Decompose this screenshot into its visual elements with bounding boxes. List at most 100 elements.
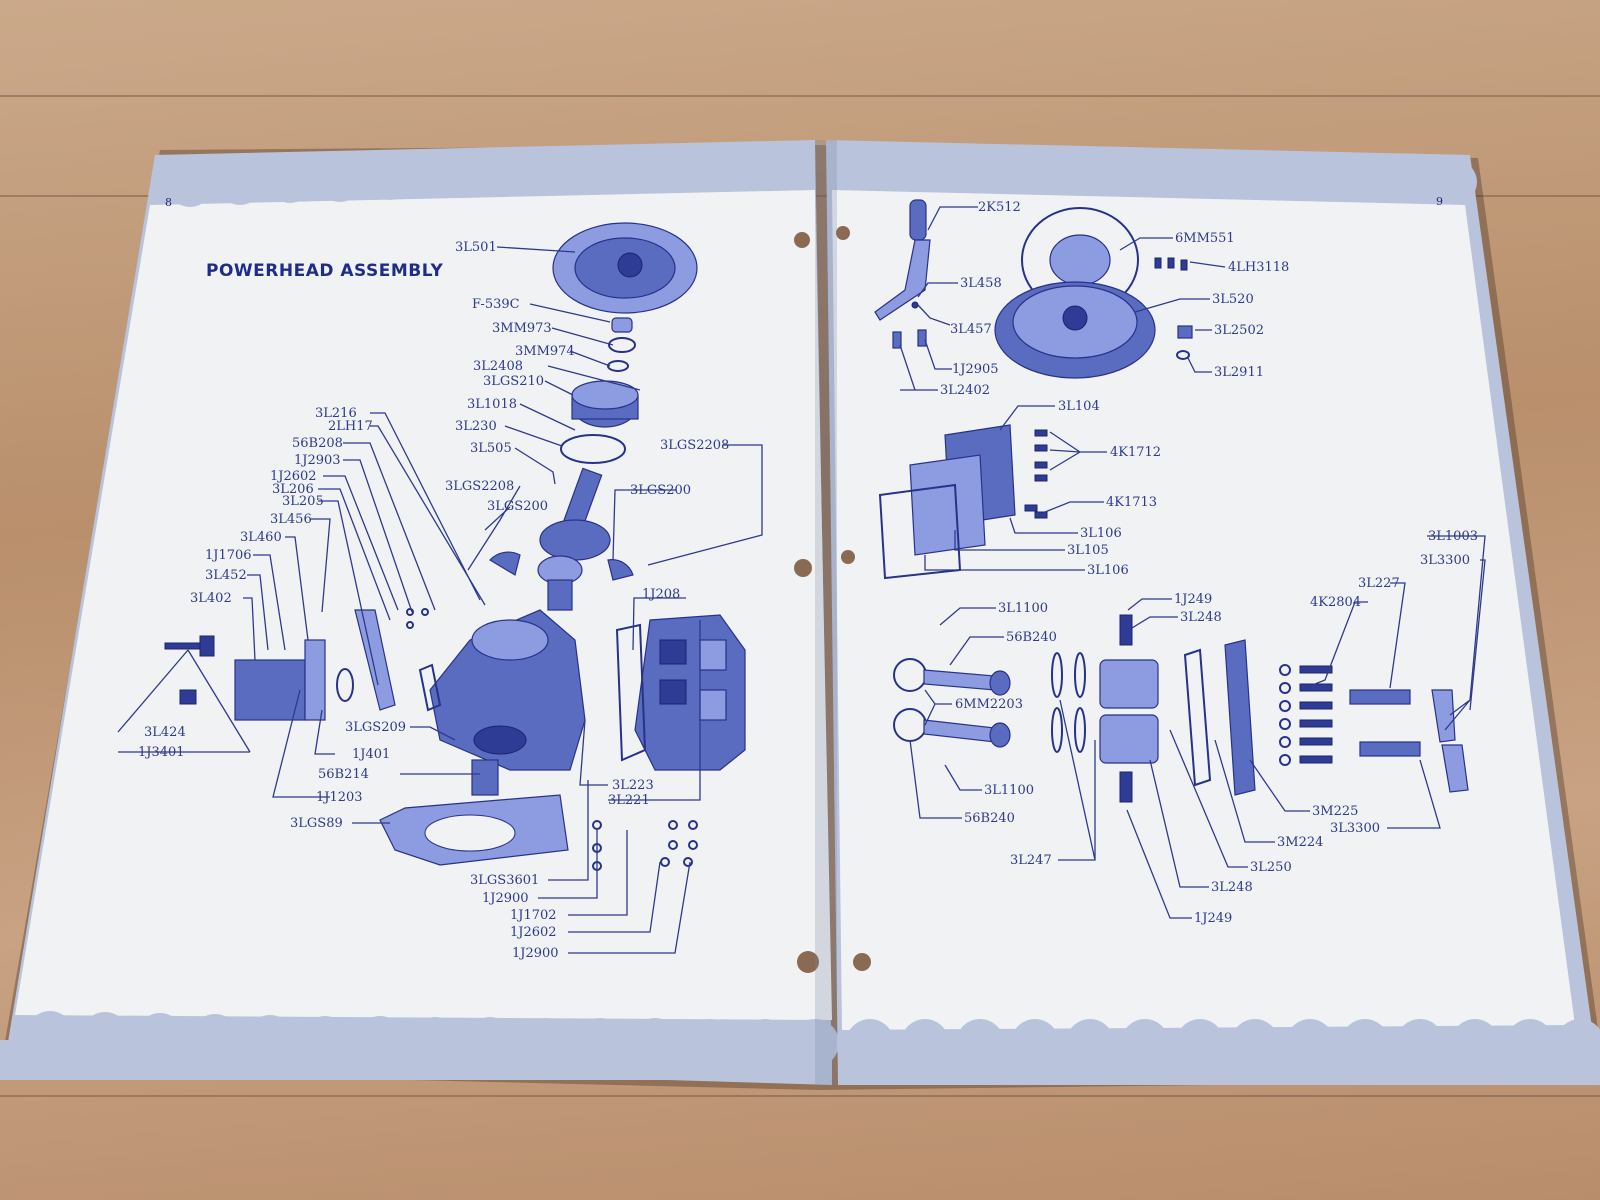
part-label: 3L2911 xyxy=(1214,365,1264,380)
part-label: 3L104 xyxy=(1058,399,1100,414)
part-label: 1J1702 xyxy=(510,908,557,923)
part-label: 3L2408 xyxy=(473,359,523,374)
part-label: 3LGS3601 xyxy=(470,873,539,888)
pistons-illustration xyxy=(1099,614,1159,803)
part-labels-right: 2K512 3L458 3L457 1J2905 3L2402 6MM551 4… xyxy=(940,200,1478,926)
punch-hole xyxy=(853,953,871,971)
page-title: POWERHEAD ASSEMBLY xyxy=(206,261,443,281)
cylinder-block-illustration xyxy=(634,614,746,771)
scallop-border-top xyxy=(168,144,812,207)
bearing-half-illustration xyxy=(489,551,521,576)
part-label: 3L248 xyxy=(1180,610,1222,625)
part-label: 3M224 xyxy=(1277,835,1323,850)
part-label: 3L2502 xyxy=(1214,323,1264,338)
gasket-illustration xyxy=(336,668,354,702)
scallop-border-top-right xyxy=(838,144,1477,204)
piston-rings-illustration xyxy=(1051,652,1086,753)
part-label: 3L221 xyxy=(608,793,650,808)
leader-lines-left xyxy=(117,246,763,954)
part-label: 4LH3118 xyxy=(1228,260,1289,275)
bearing-illustration xyxy=(611,317,633,333)
part-label: 3LGS2208 xyxy=(445,479,514,494)
part-label: 1J3401 xyxy=(138,745,185,760)
part-label: 3L2402 xyxy=(940,383,990,398)
part-label: 3L501 xyxy=(455,240,497,255)
carburetor-illustration xyxy=(164,635,326,721)
part-label: F-539C xyxy=(472,297,520,312)
reed-plate-illustration xyxy=(878,424,1016,580)
page-number-right: 9 xyxy=(1436,195,1443,208)
part-label: 1J2602 xyxy=(270,469,317,484)
part-label: 3L216 xyxy=(315,406,357,421)
punch-hole xyxy=(794,232,810,248)
part-label: 1J2905 xyxy=(952,362,999,377)
part-label: 3L458 xyxy=(960,276,1002,291)
screws-illustration xyxy=(1154,257,1188,271)
part-label: 3L106 xyxy=(1080,526,1122,541)
part-label: 3LGS89 xyxy=(290,816,343,831)
part-label: 6MM2203 xyxy=(955,697,1023,712)
part-label: 3LGS200 xyxy=(630,483,691,498)
nut-illustration xyxy=(1177,325,1193,339)
part-label: 3MM974 xyxy=(515,344,575,359)
spine xyxy=(815,140,837,1085)
washer-illustration xyxy=(1176,350,1190,360)
part-label: 3L230 xyxy=(455,419,497,434)
part-label: 56B214 xyxy=(318,767,369,782)
bearing-cage-illustration xyxy=(571,380,639,428)
part-label: 1J1706 xyxy=(205,548,252,563)
gasket-illustration xyxy=(1183,648,1212,787)
gasket-illustration xyxy=(615,623,647,762)
part-label: 3LGS210 xyxy=(483,374,544,389)
part-label: 3L3300 xyxy=(1420,553,1470,568)
part-label: 3L1100 xyxy=(984,783,1034,798)
page-number-left: 8 xyxy=(165,196,172,209)
bracket-illustration xyxy=(354,609,396,711)
part-label: 3L3300 xyxy=(1330,821,1380,836)
part-label: 2LH17 xyxy=(328,419,373,434)
part-label: 3L247 xyxy=(1010,853,1052,868)
wood-plank-seam xyxy=(0,1095,1600,1097)
bearing-half-illustration xyxy=(607,559,634,581)
crankshaft-illustration xyxy=(537,467,611,611)
cylinder-head-illustration xyxy=(1224,639,1256,796)
part-label: 3L223 xyxy=(612,778,654,793)
part-label: 1J2602 xyxy=(510,925,557,940)
part-label: 3L227 xyxy=(1358,576,1400,591)
crankcase-illustration xyxy=(429,609,586,796)
connecting-rods-illustration xyxy=(893,658,1011,748)
part-label: 4K2804 xyxy=(1310,595,1361,610)
wood-plank-seam xyxy=(0,95,1600,97)
part-label: 3LGS200 xyxy=(487,499,548,514)
washer-illustration xyxy=(607,360,629,372)
part-label: 1J2900 xyxy=(482,891,529,906)
punch-hole xyxy=(794,559,812,577)
part-label: 3L206 xyxy=(272,482,314,497)
part-label: 3L1100 xyxy=(998,601,1048,616)
part-label: 1J2900 xyxy=(512,946,559,961)
left-page: 8 POWERHEAD ASSEMBLY xyxy=(0,140,839,1085)
part-label: 1J401 xyxy=(352,747,390,762)
part-label: 3L456 xyxy=(270,512,312,527)
part-label: 1J249 xyxy=(1174,592,1212,607)
part-label: 1J249 xyxy=(1194,911,1232,926)
part-label: 2K512 xyxy=(978,200,1021,215)
spark-plugs-illustration xyxy=(1349,689,1469,793)
part-label: 3LGS2208 xyxy=(660,438,729,453)
part-label: 3LGS209 xyxy=(345,720,406,735)
part-label: 3MM973 xyxy=(492,321,552,336)
throttle-lever-illustration xyxy=(874,199,931,349)
part-label: 3L520 xyxy=(1212,292,1254,307)
leader-lines-right xyxy=(899,206,1486,919)
part-label: 56B240 xyxy=(964,811,1015,826)
part-label: 3L452 xyxy=(205,568,247,583)
part-label: 3L402 xyxy=(190,591,232,606)
part-label: 3L248 xyxy=(1211,880,1253,895)
flywheel-illustration xyxy=(994,207,1156,379)
screws-illustration xyxy=(1024,429,1048,519)
part-label: 3L457 xyxy=(950,322,992,337)
part-label: 3L105 xyxy=(1067,543,1109,558)
washers-illustration xyxy=(1279,664,1291,766)
part-label: 3L460 xyxy=(240,530,282,545)
part-label: 3L1003 xyxy=(1428,529,1478,544)
